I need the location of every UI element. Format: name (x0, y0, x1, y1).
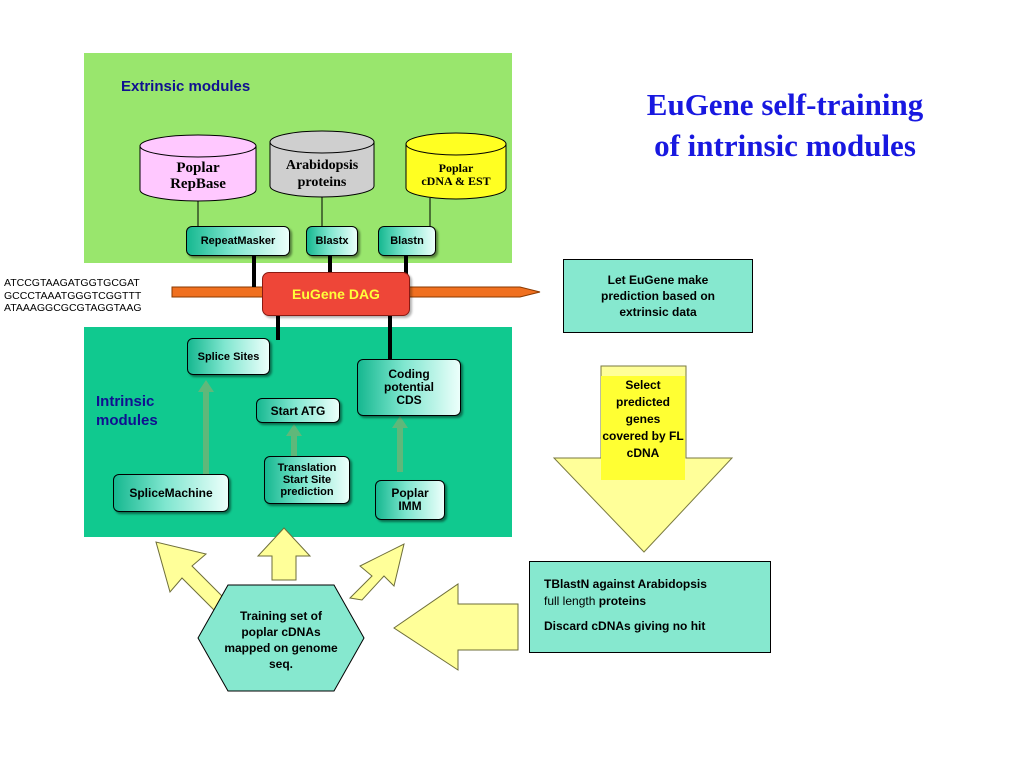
arrow-center-up (256, 527, 312, 581)
extrinsic-label: Extrinsic modules (121, 78, 251, 95)
arrow-splicemachine-to-splice (198, 380, 214, 474)
prediction-box: Let EuGene make prediction based on extr… (563, 259, 753, 333)
tool-repeatmasker: RepeatMasker (186, 226, 290, 256)
tool-blastn: Blastn (378, 226, 436, 256)
tblastn-line2-bold: proteins (598, 594, 647, 608)
training-set-text: Training set of poplar cDNAs mapped on g… (224, 609, 338, 671)
db-repbase-label: Poplar RepBase (170, 160, 226, 192)
select-text: Select predicted genes covered by FL cDN… (602, 378, 684, 460)
tblastn-line2: full length proteins (544, 593, 760, 610)
training-hexagon (197, 584, 365, 692)
arrow-tblastn-to-training (393, 583, 519, 671)
arrow-imm-to-coding (392, 416, 408, 472)
db-arabidopsis-proteins (269, 130, 375, 198)
tblastn-line2-plain: full length (544, 594, 599, 608)
arrow-right-diag (348, 543, 405, 601)
db-poplar-repbase (139, 134, 257, 202)
splicemachine-box: SpliceMachine (113, 474, 229, 512)
coding-potential-box: Coding potential CDS (357, 359, 461, 416)
page-title: EuGene self-training of intrinsic module… (646, 87, 924, 163)
tblastn-line1: TBlastN against Arabidopsis (544, 577, 707, 591)
dna-sequence: ATCCGTAAGATGGTGCGAT GCCCTAAATGGGTCGGTTT … (4, 277, 142, 314)
translation-start-box: Translation Start Site prediction (264, 456, 350, 504)
poplar-imm-box: Poplar IMM (375, 480, 445, 520)
select-highlight (601, 376, 685, 480)
splice-sites-box: Splice Sites (187, 338, 270, 375)
tblastn-box: TBlastN against Arabidopsis full length … (529, 561, 771, 653)
intrinsic-label: Intrinsic modules (96, 393, 158, 429)
db-arabidopsis-label: Arabidopsis proteins (285, 158, 359, 190)
eugene-dag: EuGene DAG (262, 272, 410, 316)
start-atg-box: Start ATG (256, 398, 340, 423)
arrow-left-diag (155, 541, 225, 611)
db-cdna-label: Poplar cDNA & EST (421, 161, 491, 188)
arrow-translation-to-atg (286, 424, 302, 458)
db-poplar-cdna (405, 132, 507, 200)
tool-blastx: Blastx (306, 226, 358, 256)
tblastn-line3: Discard cDNAs giving no hit (544, 619, 706, 633)
